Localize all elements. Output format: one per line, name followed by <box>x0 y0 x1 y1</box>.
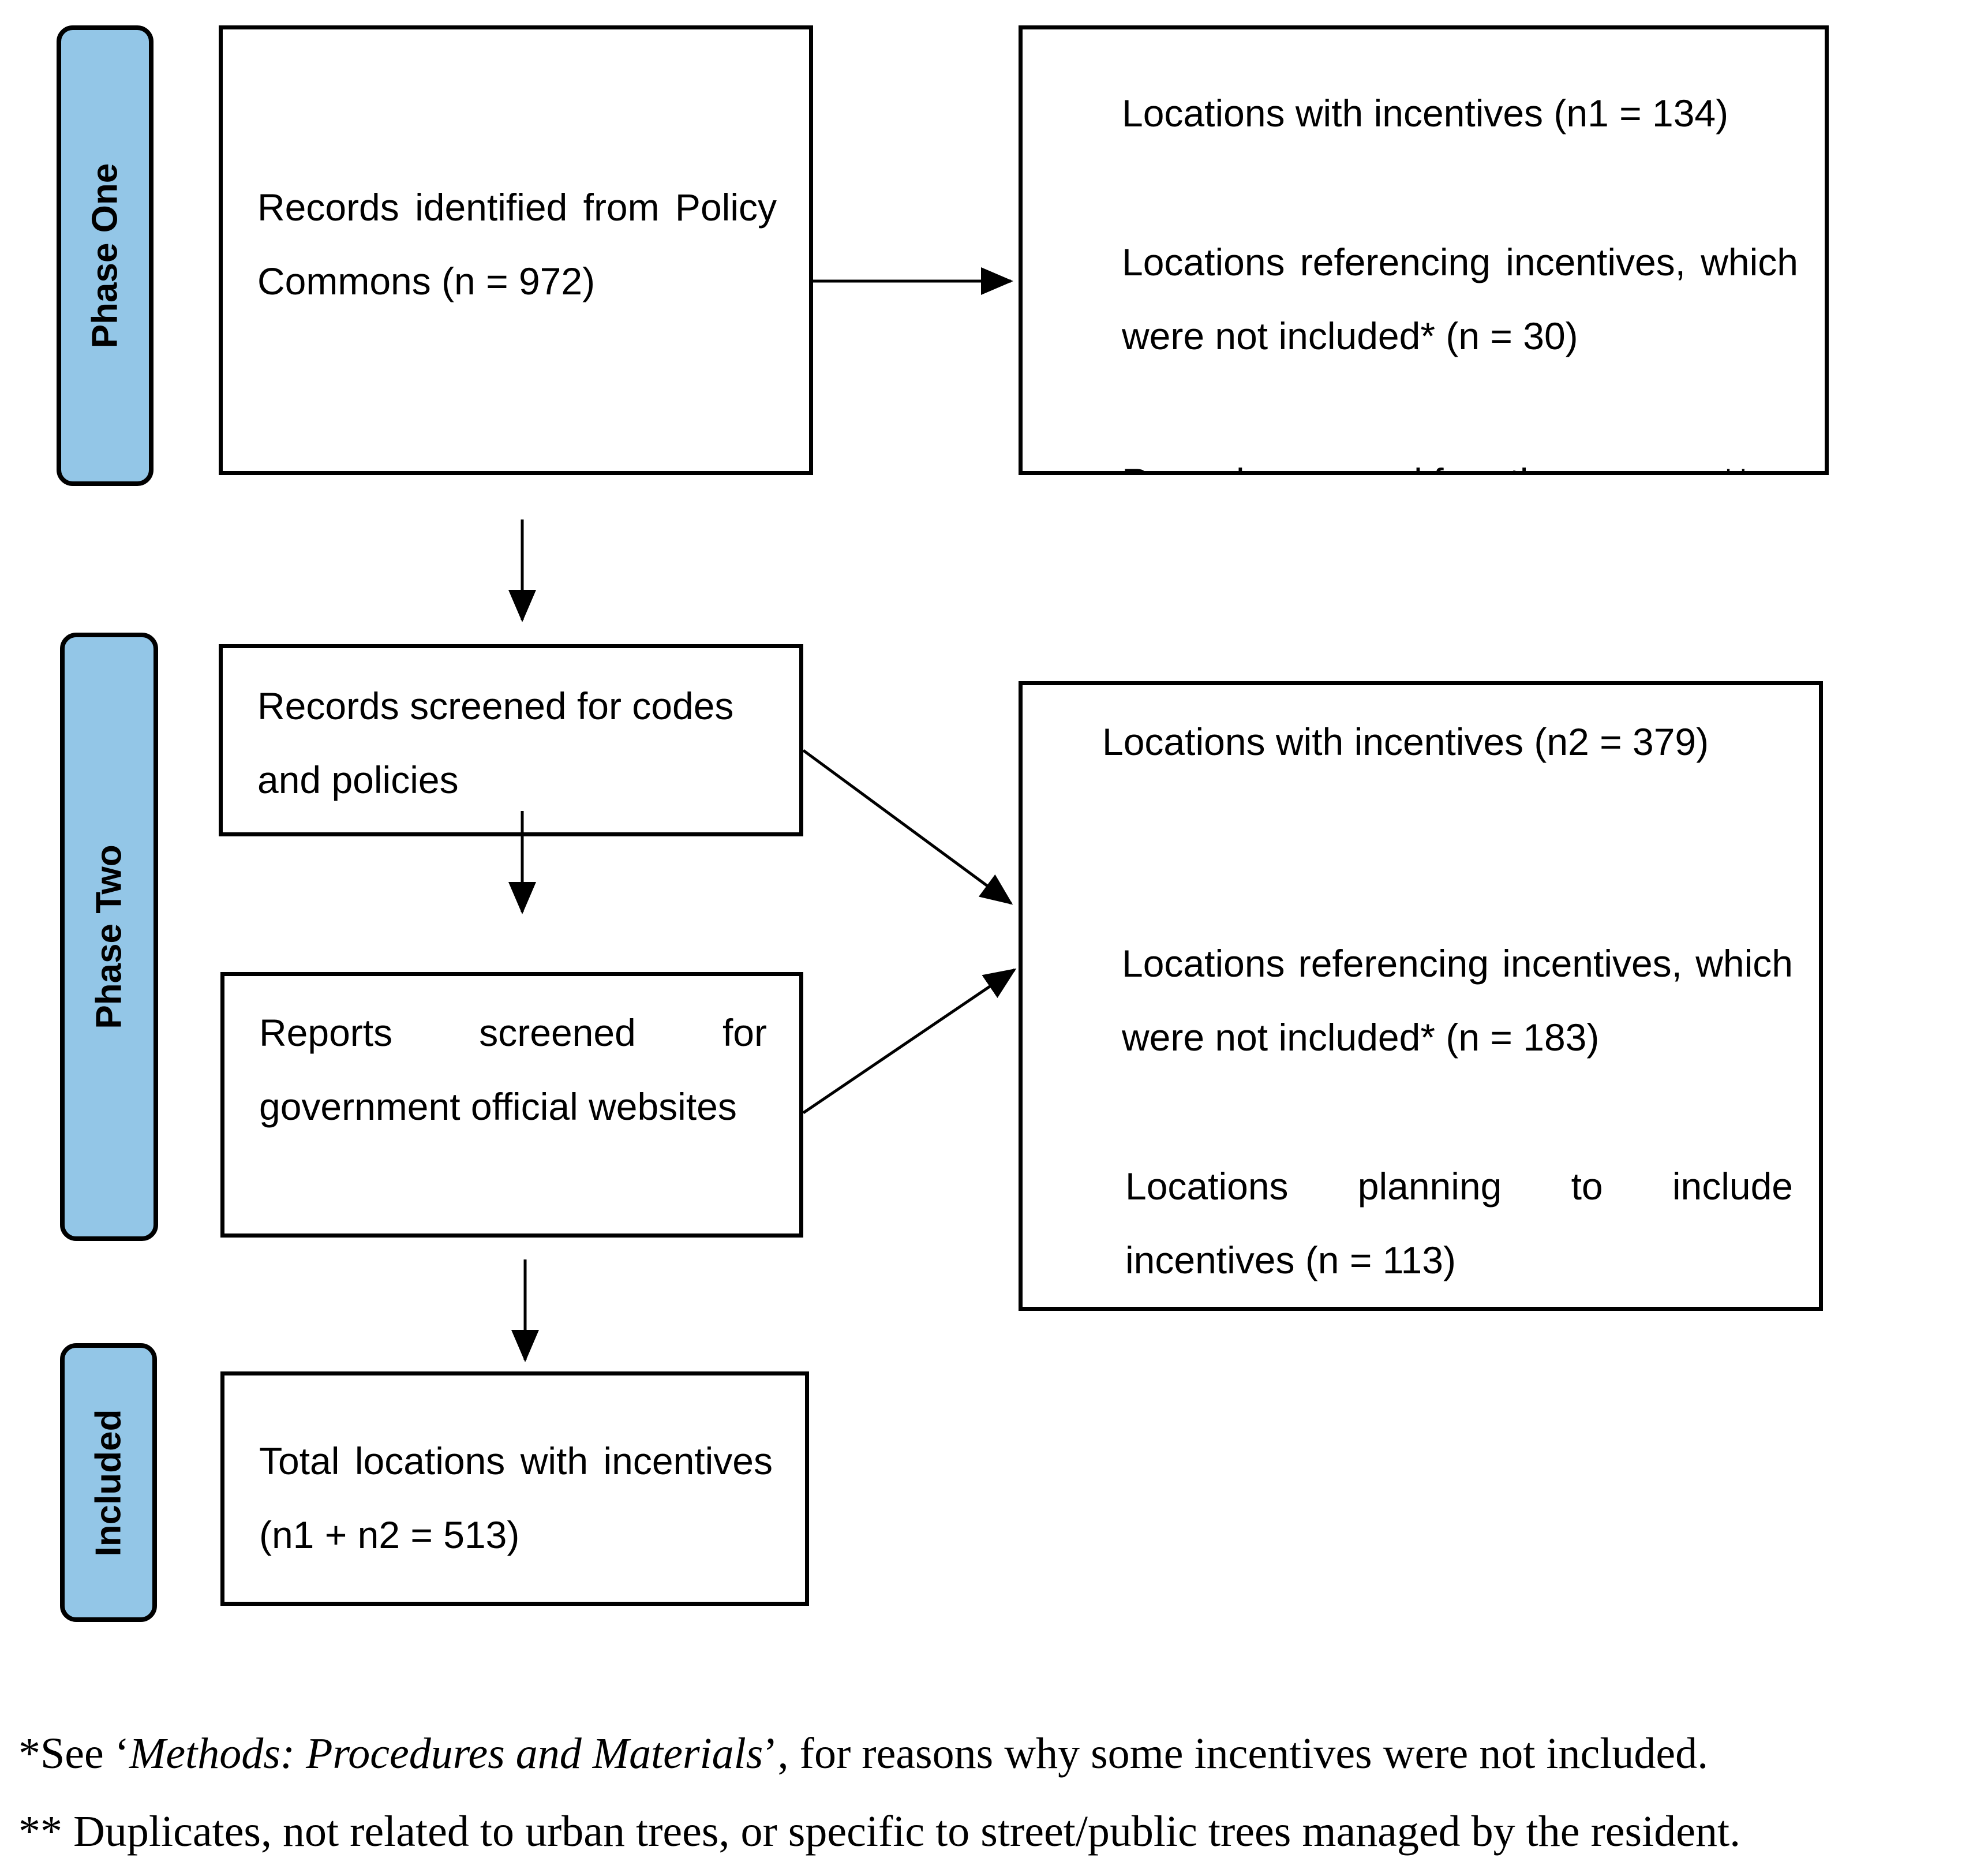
phase-two-results-box: Locations with incentives (n2 = 379) Loc… <box>1019 681 1823 1311</box>
records-identified-box: Records identified from Policy Commons (… <box>219 25 813 475</box>
total-locations-text: Total locations with incentives (n1 + n2… <box>259 1440 773 1556</box>
arrow-screened-codes-to-phase-two-results <box>802 749 1013 905</box>
phase-two-planning: Locations planning to include incentives… <box>1125 1165 1793 1281</box>
phase-one-with-incentives: Locations with incentives (n1 = 134) <box>1122 92 1729 134</box>
footnote-1-prefix: *See ‘ <box>18 1729 130 1778</box>
footnote-1: *See ‘Methods: Procedures and Materials’… <box>18 1729 1708 1779</box>
phase-one-removed: Records removed for other reasons** <box>1122 445 1814 471</box>
footnote-1-italic: Methods: Procedures and Materials <box>129 1729 763 1778</box>
reports-screened-text: Reports screened for government official… <box>259 1011 767 1128</box>
phase-one-results-box: Locations with incentives (n1 = 134) Loc… <box>1019 25 1829 475</box>
phase-one-referencing: Locations referencing incentives, which … <box>1122 241 1798 357</box>
records-screened-codes-text: Records screened for codes and policies <box>257 685 734 801</box>
records-screened-codes-box: Records screened for codes and policies <box>219 644 803 836</box>
records-identified-text: Records identified from Policy Commons (… <box>257 186 777 302</box>
phase-two-with-incentives: Locations with incentives (n2 = 379) <box>1102 720 1709 763</box>
arrow-reports-to-phase-two-results <box>802 968 1017 1115</box>
phase-one-label-box: Phase One <box>57 25 154 486</box>
phase-two-label-box: Phase Two <box>60 633 158 1241</box>
footnote-2: ** Duplicates, not related to urban tree… <box>18 1807 1741 1856</box>
reports-screened-box: Reports screened for government official… <box>220 972 803 1238</box>
total-locations-box: Total locations with incentives (n1 + n2… <box>220 1371 809 1606</box>
included-label-box: Included <box>60 1343 157 1622</box>
footnote-1-suffix: ’, for reasons why some incentives were … <box>763 1729 1709 1778</box>
phase-two-referencing: Locations referencing incentives, which … <box>1122 942 1793 1059</box>
